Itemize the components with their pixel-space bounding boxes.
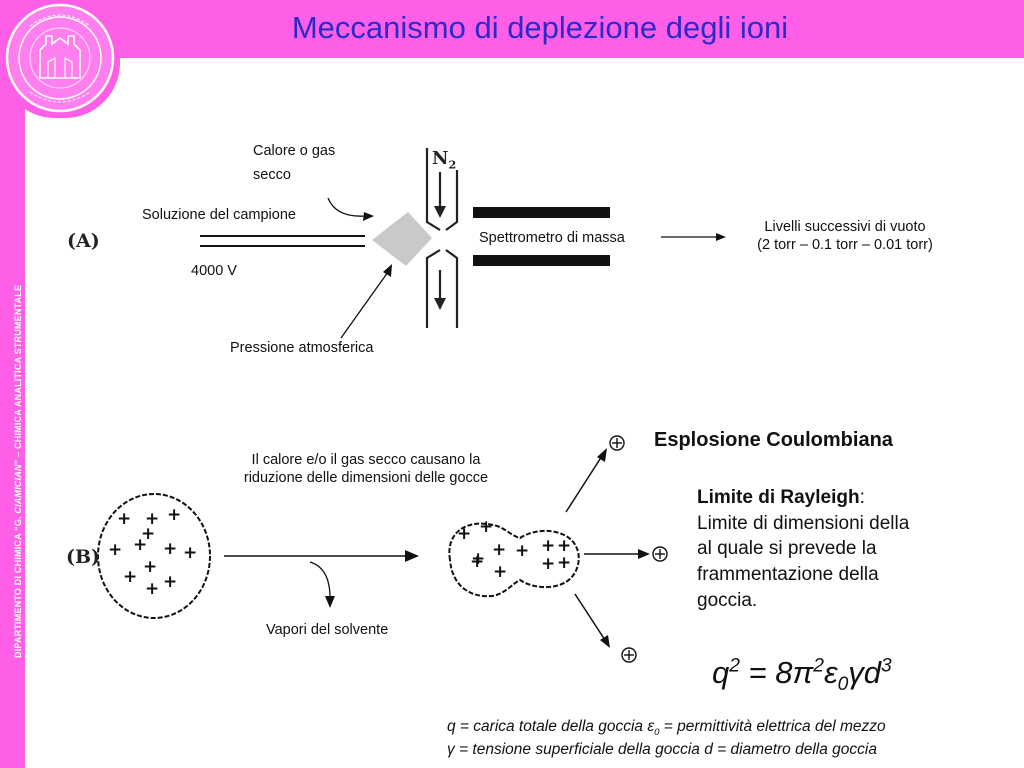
rayleigh-block: Limite di Rayleigh: Limite di dimensioni… [697,485,909,613]
positive-charge: + [117,509,132,529]
positive-charge: + [541,536,556,556]
droplet-shrink-arrow [224,550,419,562]
positive-charge: + [141,524,156,544]
vacuum-arrow [661,233,726,241]
formula-eps: ε [823,655,838,690]
heat-gas-arrow [327,197,374,221]
legend-line1-a: q = carica totale della goccia ε [447,718,655,735]
solvent-vapor-label: Vapori del solvente [266,622,389,638]
droplet-caption-line2: riduzione delle dimensioni delle gocce [243,470,489,487]
rayleigh-title-line: Limite di Rayleigh: [697,485,909,511]
fissioning-droplet [448,522,580,598]
positive-charge: + [133,535,148,555]
formula-q-exp: 2 [729,655,740,677]
course-text: ” – CHIMICA ANALITICA STRUMENTALE [13,284,23,465]
heat-label-line2: secco [253,167,291,183]
formula-d-exp: 3 [881,655,892,677]
positive-charge: + [492,540,507,560]
ms-skimmer-bottom [473,255,610,266]
positive-charge: + [163,539,178,559]
formula-gamma-d: γd [848,655,882,690]
formula-eq: = 8π [739,655,814,690]
fragment-arrows [565,448,650,648]
positive-charge: + [145,509,160,529]
department-text: DIPARTIMENTO DI CHIMICA “G. [13,513,23,658]
positive-charge: + [163,572,178,592]
diagram-a [200,148,726,339]
vapor-arrow [309,561,335,608]
positive-charge: + [557,536,572,556]
vacuum-levels-line2: (2 torr – 0.1 torr – 0.01 torr) [757,237,933,254]
slide-title: Meccanismo di deplezione degli ioni [291,10,789,45]
n2-label: N2 [432,148,456,172]
rayleigh-desc-line1: Limite di dimensioni della [697,512,910,534]
voltage-label: 4000 V [191,263,237,279]
positive-charge: + [108,540,123,560]
coulomb-heading: Esplosione Coulombiana [654,429,893,451]
n2-down-arrows [434,172,446,310]
rayleigh-formula: q2 = 8π2ε0γd3 [712,655,892,696]
ms-skimmer-top [473,207,610,218]
charged-fragment-icon [609,435,668,663]
droplet-caption: Il calore e/o il gas secco causano la ri… [225,451,507,487]
n2-subscript: 2 [448,158,457,172]
gas-curtain [425,148,459,328]
pressure-label: Pressione atmosferica [230,340,374,356]
positive-charge: + [145,579,160,599]
positive-charge: + [183,543,198,563]
positive-charge: + [541,554,556,574]
legend-line1-b: = permittività elettrica del mezzo [659,718,886,735]
formula-pi-exp: 2 [813,655,824,677]
rayleigh-title: Limite di Rayleigh [697,487,860,508]
positive-charge: + [143,557,158,577]
large-droplet [97,493,211,619]
positive-charge: + [557,553,572,573]
positive-charge: + [167,505,182,525]
vacuum-levels-line1: Livelli successivi di vuoto [764,219,926,235]
mass-spectrometer-label: Spettrometro di massa [479,230,625,246]
droplet-caption-line1: Il calore e/o il gas secco causano la [251,452,481,468]
rayleigh-colon: : [859,487,865,508]
positive-charge: + [123,567,138,587]
panel-label-b: (B) [66,546,101,568]
positive-charge: + [457,524,472,544]
vacuum-levels-label: Livelli successivi di vuoto (2 torr – 0.… [740,218,950,254]
positive-charge: + [471,549,486,569]
positive-charge: + [479,517,494,537]
panel-label-a: (A) [67,230,100,252]
formula-q: q [712,655,730,690]
department-label: DIPARTIMENTO DI CHIMICA “G. CIAMICIAN” –… [13,285,23,658]
university-seal-icon [5,3,115,113]
legend-line1: q = carica totale della goccia ε0 = perm… [447,718,886,738]
legend-line1-sub: 0 [654,727,660,739]
legend-line2: γ = tensione superficiale della goccia d… [447,741,877,758]
rayleigh-desc-line3: frammentazione della [697,563,879,585]
department-name: CIAMICIAN [13,464,23,514]
pressure-arrow [340,264,392,339]
spray-cone [372,212,432,266]
top-bar [0,0,1024,58]
positive-charge: + [470,552,485,572]
diagram-b [97,435,668,663]
heat-label-line1: Calore o gas [253,143,336,159]
rayleigh-desc-line2: al quale si prevede la [697,538,877,560]
n2-symbol: N [432,148,449,169]
positive-charge: + [515,541,530,561]
left-bar [0,0,25,768]
rayleigh-desc-line4: goccia. [697,589,758,611]
positive-charge: + [493,562,508,582]
sample-solution-label: Soluzione del campione [142,207,296,223]
formula-eps-sub: 0 [837,674,849,696]
